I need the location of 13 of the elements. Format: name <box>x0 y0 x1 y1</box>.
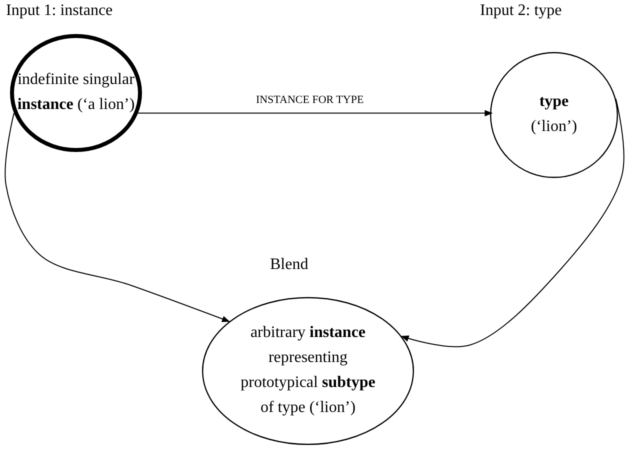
node-text: indefinite singular instance (‘a lion’) <box>17 70 135 115</box>
node-text: arbitrary instance representing prototypical subtype of type (‘lion’) <box>240 323 376 418</box>
edge-label: INSTANCE FOR TYPE <box>254 94 365 106</box>
ellipse-node <box>202 297 414 445</box>
node-caption: Input 2: type <box>480 2 562 20</box>
arrow <box>400 98 624 348</box>
arrow <box>4 112 230 322</box>
arrow <box>138 110 493 116</box>
ellipse-node <box>10 34 142 152</box>
node-caption: Input 1: instance <box>6 2 113 20</box>
ellipse-node <box>490 52 618 178</box>
node-caption: Blend <box>270 256 308 274</box>
node-text: type (‘lion’) <box>530 92 578 137</box>
